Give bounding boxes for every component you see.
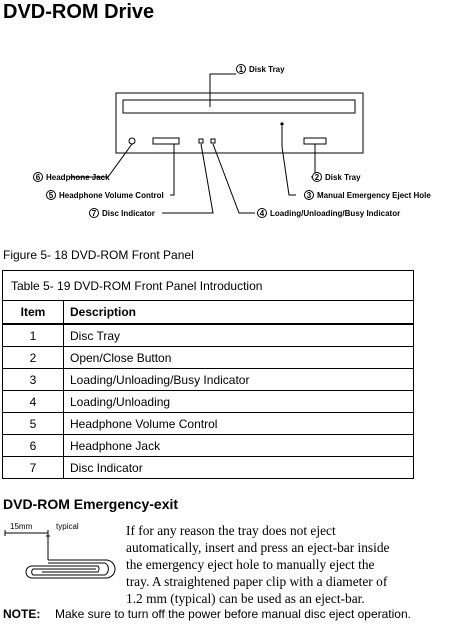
row-description: Open/Close Button <box>63 346 414 369</box>
table-row: 4 Loading/Unloading <box>2 390 414 413</box>
svg-text:Manual Emergency Eject Hole: Manual Emergency Eject Hole <box>317 191 431 200</box>
svg-text:Disk Tray: Disk Tray <box>325 173 361 182</box>
table-caption-row: Table 5- 19 DVD-ROM Front Panel Introduc… <box>2 270 414 301</box>
section-title: DVD-ROM Emergency-exit <box>3 496 179 512</box>
note: NOTE: Make sure to turn off the power bef… <box>3 607 411 621</box>
row-description: Headphone Volume Control <box>63 412 414 435</box>
row-item: 1 <box>2 323 64 347</box>
row-description: Disc Indicator <box>63 456 414 479</box>
svg-text:4: 4 <box>260 209 265 218</box>
note-label: NOTE: <box>3 607 41 621</box>
table-row: 2 Open/Close Button <box>2 346 414 369</box>
svg-text:Disc Indicator: Disc Indicator <box>102 209 155 218</box>
row-item: 4 <box>2 390 64 413</box>
front-panel-table: Table 5- 19 DVD-ROM Front Panel Introduc… <box>2 270 414 479</box>
emergency-eject-hole <box>280 122 284 126</box>
svg-text:Loading/Unloading/Busy Indicat: Loading/Unloading/Busy Indicator <box>270 209 400 218</box>
row-description: Loading/Unloading/Busy Indicator <box>63 368 414 391</box>
callout-3: 3 Manual Emergency Eject Hole <box>304 190 431 200</box>
svg-text:5: 5 <box>49 191 54 200</box>
svg-text:Headphone Volume Control: Headphone Volume Control <box>59 191 164 200</box>
callout-6: 6 Headphone Jack <box>33 172 110 182</box>
svg-text:2: 2 <box>315 173 320 182</box>
svg-text:3: 3 <box>307 191 312 200</box>
table-row: 7 Disc Indicator <box>2 456 414 479</box>
figure-caption: Figure 5- 18 DVD-ROM Front Panel <box>3 248 194 262</box>
row-item: 3 <box>2 368 64 391</box>
paper-clip-illustration: 15mm typical <box>4 522 116 579</box>
svg-text:7: 7 <box>92 209 97 218</box>
paragraph-line: automatically, insert and press an eject… <box>126 540 390 555</box>
disc-tray <box>122 99 356 114</box>
table-caption: Table 5- 19 DVD-ROM Front Panel Introduc… <box>2 270 414 301</box>
table-header-row: Item Description <box>2 300 414 325</box>
callout-1: 1 Disk Tray <box>236 64 285 74</box>
row-item: 7 <box>2 456 64 479</box>
paragraph-line: If for any reason the tray does not ejec… <box>126 523 336 538</box>
paragraph-line: tray. A straightened paper clip with a d… <box>126 574 388 589</box>
clip-length-label: 15mm <box>10 522 33 531</box>
note-text: Make sure to turn off the power before m… <box>55 607 411 621</box>
headphone-jack <box>128 137 136 145</box>
row-item: 6 <box>2 434 64 457</box>
callout-2: 2 Disk Tray <box>312 172 361 182</box>
callout-4: 4 Loading/Unloading/Busy Indicator <box>257 208 400 218</box>
svg-text:6: 6 <box>36 173 41 182</box>
page-title: DVD-ROM Drive <box>3 1 155 23</box>
svg-text:Disk Tray: Disk Tray <box>249 65 285 74</box>
header-description: Description <box>63 300 414 325</box>
svg-text:1: 1 <box>239 65 244 74</box>
dvd-front-panel-diagram: 1 Disk Tray 2 Disk Tray 3 Manual Emergen… <box>33 64 431 218</box>
paragraph-line: the emergency eject hole to manually eje… <box>126 557 375 572</box>
callout-7: 7 Disc Indicator <box>89 208 155 218</box>
row-description: Headphone Jack <box>63 434 414 457</box>
header-item: Item <box>2 300 64 325</box>
table-row: 3 Loading/Unloading/Busy Indicator <box>2 368 414 391</box>
row-item: 5 <box>2 412 64 435</box>
callout-5: 5 Headphone Volume Control <box>46 190 164 200</box>
table-row: 1 Disc Tray <box>2 323 414 347</box>
busy-indicator <box>210 138 216 144</box>
table-row: 5 Headphone Volume Control <box>2 412 414 435</box>
volume-control <box>152 137 180 145</box>
table-row: 6 Headphone Jack <box>2 434 414 457</box>
svg-text:Headphone Jack: Headphone Jack <box>46 173 110 182</box>
row-item: 2 <box>2 346 64 369</box>
clip-typical-label: typical <box>56 522 79 531</box>
open-close-button <box>303 137 327 145</box>
disc-indicator <box>198 138 204 144</box>
eject-instructions: If for any reason the tray does not ejec… <box>126 522 448 607</box>
row-description: Disc Tray <box>63 323 414 347</box>
paragraph-line: 1.2 mm (typical) can be used as an eject… <box>126 591 365 606</box>
row-description: Loading/Unloading <box>63 390 414 413</box>
